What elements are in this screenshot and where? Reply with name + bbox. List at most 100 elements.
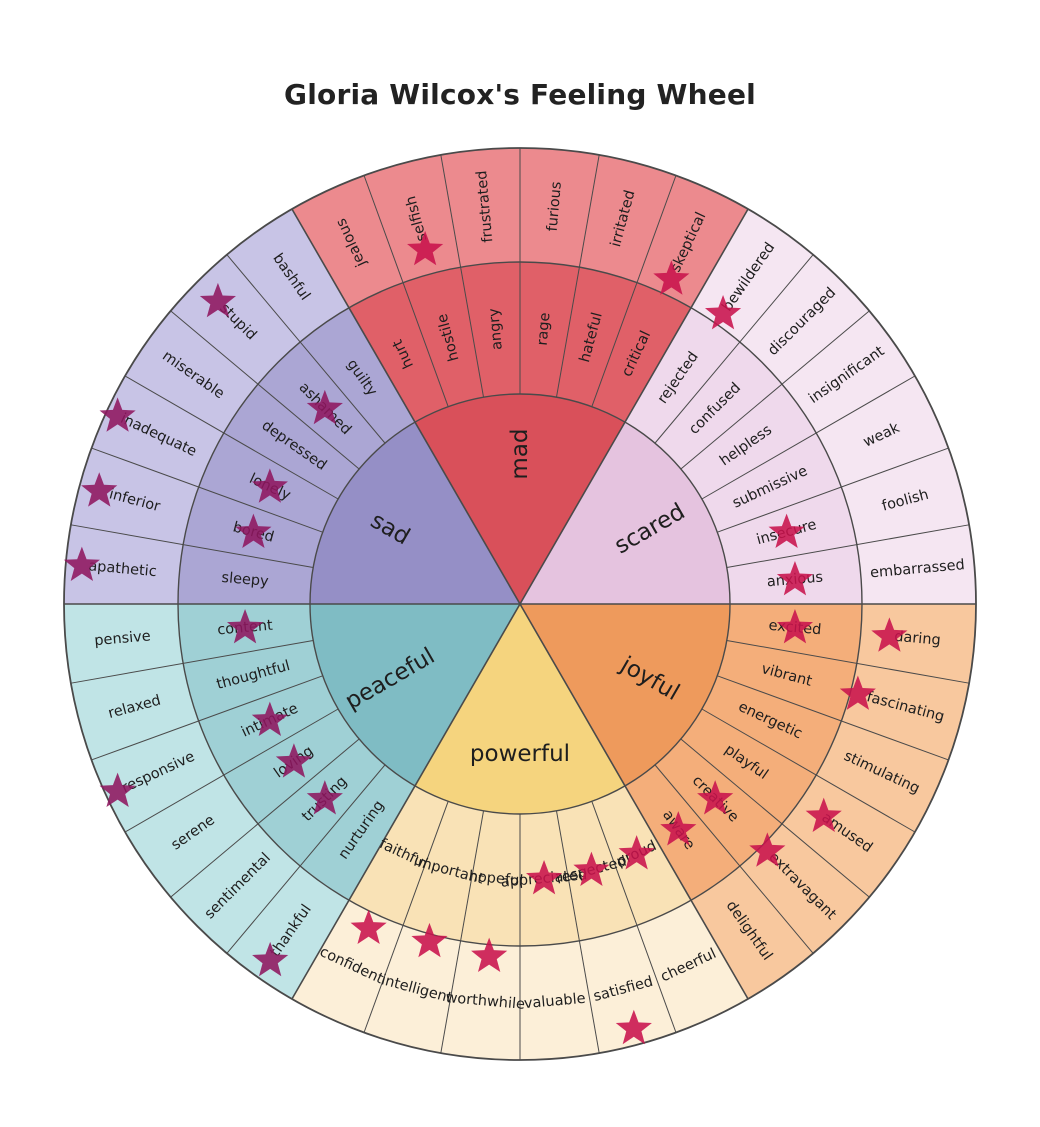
star-marker-worthwhile: [471, 937, 508, 973]
middle-cell-guilty: [300, 307, 415, 444]
outer-label-worthwhile: worthwhile: [445, 990, 526, 1013]
divider-line: [726, 639, 970, 684]
outer-cell-thankful: [226, 865, 349, 999]
divider-line: [591, 175, 677, 407]
outer-cell-stimulating: [816, 720, 949, 832]
star-marker-stupid: [199, 282, 236, 318]
divider-line: [124, 375, 339, 500]
core-wedge-scared: [520, 422, 730, 604]
outer-cell-pensive: [64, 604, 184, 684]
star-marker-ashamed: [306, 389, 343, 425]
core-wedge-joyful: [520, 604, 730, 786]
middle-label-angry: angry: [486, 307, 506, 350]
middle-cell-angry: [460, 262, 520, 398]
wheel-sectors: [64, 148, 976, 1060]
middle-cell-helpless: [680, 384, 817, 499]
star-marker-intelligent: [411, 922, 448, 958]
star-marker-bewildered: [704, 295, 742, 330]
outer-cell-bashful: [226, 209, 349, 343]
star-marker-bored: [235, 513, 272, 548]
middle-cell-depressed: [223, 384, 360, 499]
outer-cell-frustrated: [440, 148, 520, 268]
divider-line: [717, 675, 949, 761]
star-marker-daring: [871, 617, 908, 652]
middle-cell-rejected: [625, 307, 740, 444]
middle-cell-hurt: [349, 282, 449, 423]
outer-cell-delightful: [691, 865, 814, 999]
star-marker-amused: [805, 797, 842, 833]
outer-label-furious: furious: [545, 181, 565, 232]
divider-line: [717, 447, 949, 533]
middle-cell-thoughtful: [183, 640, 323, 721]
outer-cell-stupid: [170, 254, 301, 385]
outer-cell-relaxed: [70, 663, 199, 760]
outer-label-valuable: valuable: [523, 991, 586, 1012]
core-wedge-powerful: [415, 604, 625, 815]
ring-circle: [309, 393, 731, 815]
divider-line: [291, 603, 521, 1000]
core-wedge-mad: [415, 393, 625, 604]
star-marker-confident: [350, 909, 387, 945]
middle-cell-important: [403, 801, 484, 941]
star-marker-satisfied: [615, 1009, 652, 1045]
star-marker-creative: [697, 780, 734, 815]
ring-circle: [63, 147, 977, 1061]
middle-cell-playful: [680, 709, 817, 824]
star-marker-loving: [275, 743, 312, 778]
outer-cell-miserable: [125, 310, 259, 433]
middle-cell-faithful: [349, 785, 449, 926]
outer-cell-intelligent: [364, 925, 461, 1054]
divider-line: [291, 208, 521, 605]
page-title: Gloria Wilcox's Feeling Wheel: [284, 78, 756, 111]
divider-line: [170, 738, 360, 898]
star-marker-anxious: [776, 560, 814, 596]
divider-line: [91, 447, 323, 533]
outer-cell-inferior: [70, 448, 199, 545]
star-marker-lonely: [251, 468, 288, 503]
middle-label-sleepy: sleepy: [221, 570, 270, 590]
core-wedge-peaceful: [310, 604, 520, 786]
outer-cell-cheerful: [636, 900, 748, 1033]
outer-cell-apathetic: [64, 524, 184, 604]
outer-cell-jealous: [292, 175, 404, 308]
star-marker-aware: [660, 811, 697, 846]
star-marker-inadequate: [99, 397, 136, 432]
outer-cell-embarrassed: [856, 524, 976, 604]
star-marker-selfish: [407, 230, 444, 266]
divider-line: [591, 801, 677, 1033]
middle-cell-energetic: [701, 675, 842, 775]
divider-line: [726, 524, 970, 569]
outer-cell-discouraged: [739, 254, 870, 385]
outer-cell-weak: [816, 376, 949, 488]
middle-cell-submissive: [701, 433, 842, 533]
divider-line: [226, 254, 386, 444]
outer-cell-fascinating: [841, 663, 970, 760]
outer-cell-amused: [781, 775, 915, 898]
core-label-mad: mad: [507, 428, 533, 479]
star-marker-appreciated: [525, 859, 563, 895]
star-marker-responsive: [99, 772, 136, 808]
outer-cell-irritated: [579, 154, 676, 283]
star-marker-content: [226, 609, 264, 644]
divider-line: [555, 810, 600, 1054]
middle-cell-hateful: [556, 267, 637, 407]
outer-label-apathetic: apathetic: [88, 558, 158, 580]
middle-cell-hostile: [403, 267, 484, 407]
middle-cell-hopeful: [460, 810, 520, 946]
outer-cell-selfish: [364, 154, 461, 283]
divider-line: [654, 254, 814, 444]
wheel-dividers: [63, 147, 977, 1061]
star-markers: [63, 230, 908, 1045]
divider-line: [170, 310, 360, 470]
middle-cell-rage: [520, 262, 580, 398]
divider-line: [519, 603, 749, 1000]
outer-cell-worthwhile: [440, 940, 520, 1060]
middle-cell-critical: [591, 282, 691, 423]
star-marker-thankful: [252, 941, 289, 977]
star-marker-trusting: [306, 780, 343, 815]
outer-cell-sentimental: [170, 823, 301, 954]
star-marker-intimate: [251, 701, 288, 737]
middle-cell-confused: [654, 342, 782, 470]
outer-cell-serene: [125, 775, 259, 898]
